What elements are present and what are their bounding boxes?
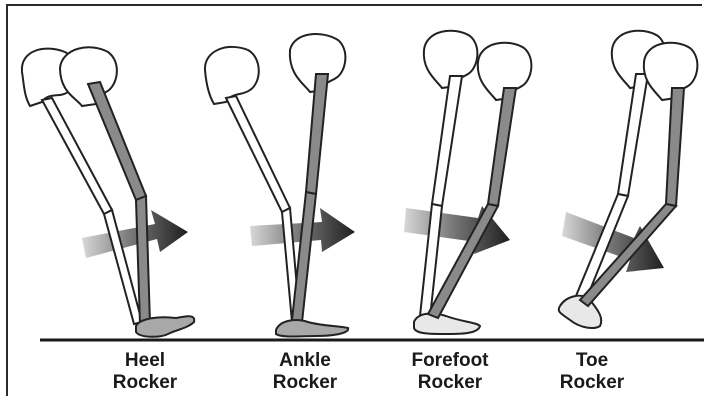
femur-front — [666, 88, 684, 206]
femur-back — [226, 96, 290, 212]
pelvis-front — [644, 43, 698, 100]
label-ankle-rocker: Ankle Rocker — [240, 350, 370, 394]
panel-toe-rocker — [559, 31, 698, 328]
label-line1: Toe — [527, 350, 657, 372]
label-line2: Rocker — [527, 372, 657, 394]
label-line2: Rocker — [80, 372, 210, 394]
panel-ankle-rocker — [205, 34, 355, 336]
label-line2: Rocker — [385, 372, 515, 394]
pelvis-back — [205, 47, 259, 104]
pelvis-front — [60, 47, 117, 106]
label-line1: Heel — [80, 350, 210, 372]
rocker-arrow — [82, 210, 188, 258]
tibia-front — [292, 192, 316, 322]
femur-front — [488, 88, 516, 206]
femur-back — [618, 74, 648, 196]
foot-back — [414, 314, 480, 334]
label-line1: Forefoot — [385, 350, 515, 372]
femur-back — [432, 76, 462, 206]
label-line1: Ankle — [240, 350, 370, 372]
label-heel-rocker: Heel Rocker — [80, 350, 210, 394]
panel-forefoot-rocker — [404, 31, 531, 334]
foot-front — [276, 320, 348, 336]
foot-front — [136, 316, 194, 337]
panel-heel-rocker — [22, 47, 194, 337]
label-forefoot-rocker: Forefoot Rocker — [385, 350, 515, 394]
label-toe-rocker: Toe Rocker — [527, 350, 657, 394]
label-line2: Rocker — [240, 372, 370, 394]
